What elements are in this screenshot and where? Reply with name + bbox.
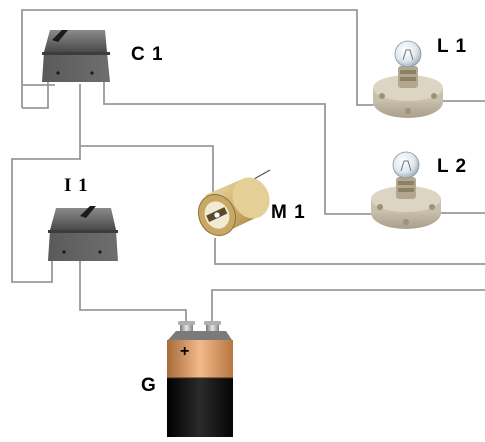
label-l1: L 1 <box>437 36 468 57</box>
wire-c1-left-drop <box>22 80 49 109</box>
battery-g-bottom <box>167 378 233 437</box>
label-g: G <box>141 375 157 396</box>
label-m1: M 1 <box>271 202 306 223</box>
switch-c1-rocker <box>44 30 107 52</box>
battery-g-terminal-right <box>206 323 219 333</box>
wire-battery-return <box>211 289 485 330</box>
switch-i1-body <box>48 230 118 261</box>
wire-i1-battery <box>79 260 187 330</box>
label-c1: C 1 <box>131 44 164 65</box>
battery-g-top <box>167 340 233 378</box>
wire-motor-return <box>214 238 485 265</box>
wires <box>11 9 485 330</box>
battery-plus-sign: + <box>180 343 191 360</box>
lamp-l1-bulb <box>394 40 422 68</box>
label-i1: I 1 <box>64 175 89 196</box>
switch-c1[interactable] <box>42 30 110 82</box>
lamp-l2-bulb <box>392 151 420 179</box>
lamp-l1 <box>373 40 443 118</box>
switch-c1-body <box>42 52 110 82</box>
battery-g-terminal-left <box>180 323 193 333</box>
wire-c1-l1 <box>21 9 385 108</box>
wire-c1-to-i1 <box>79 84 214 195</box>
label-l2: L 2 <box>437 156 468 177</box>
switch-i1-rocker <box>50 208 116 230</box>
wire-c1-l2 <box>103 82 382 215</box>
switch-i1[interactable] <box>48 206 118 261</box>
wire-i1-left-loop <box>11 146 81 283</box>
battery-g <box>167 321 233 437</box>
motor-m1 <box>197 169 271 236</box>
lamp-l2 <box>371 151 441 229</box>
